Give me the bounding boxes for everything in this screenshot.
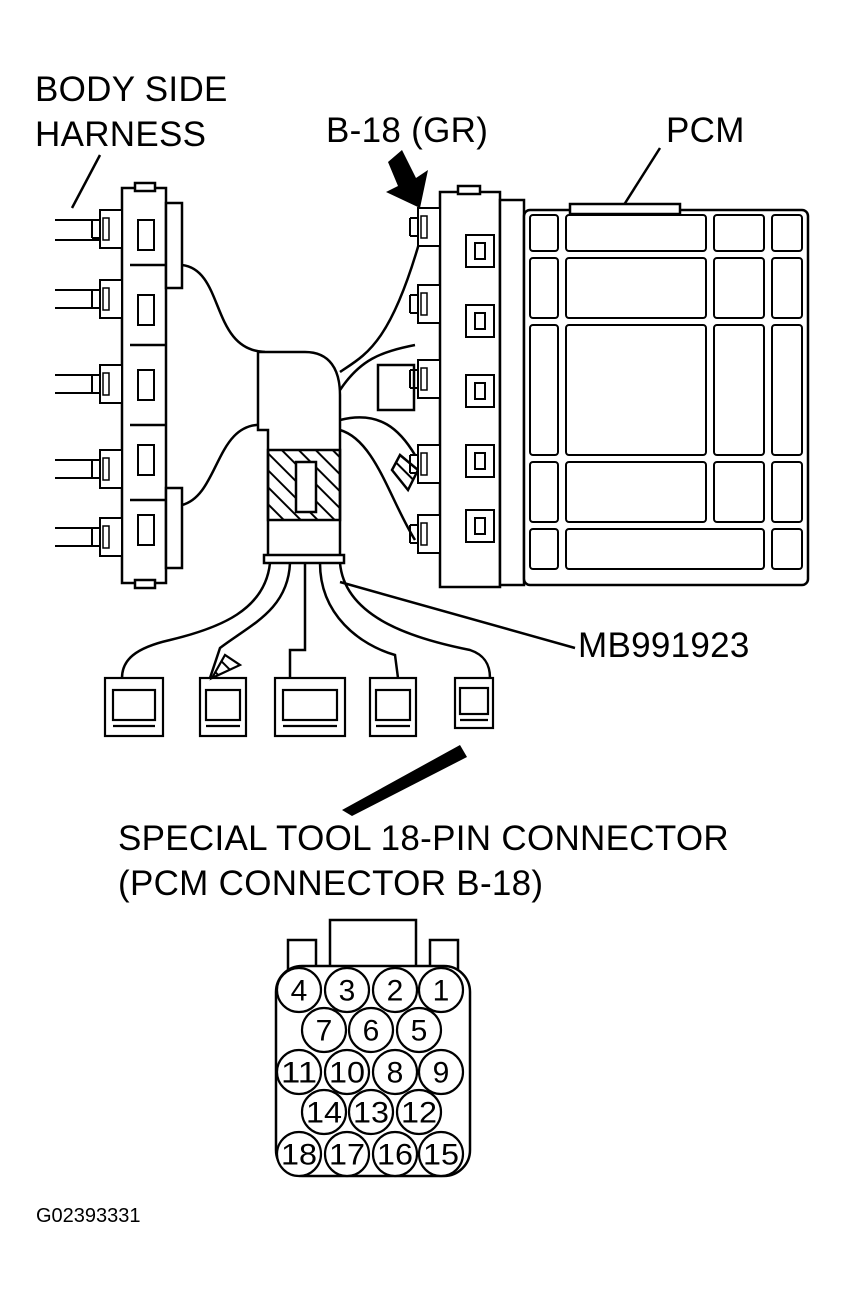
pin-labels: 4 3 2 1 7 6 5 11 10 8 9 14 13 12 18 17 1… bbox=[281, 975, 459, 1172]
pin-label: 8 bbox=[387, 1057, 404, 1090]
connector-title-line2: (PCM CONNECTOR B-18) bbox=[118, 864, 544, 903]
pin-label: 1 bbox=[433, 975, 450, 1008]
tool-cable-bottom bbox=[120, 562, 492, 679]
figure-id: G02393331 bbox=[36, 1205, 141, 1227]
pin-label: 16 bbox=[377, 1139, 413, 1172]
leader-lines bbox=[70, 147, 662, 650]
tool-output-connectors bbox=[103, 653, 495, 738]
body-side-harness-label-line2: HARNESS bbox=[35, 115, 207, 154]
pcm-connector-block bbox=[408, 184, 526, 589]
pin-label: 2 bbox=[387, 975, 404, 1008]
pcm-label: PCM bbox=[666, 111, 745, 150]
pin-label: 4 bbox=[291, 975, 308, 1008]
pin-label: 10 bbox=[329, 1057, 365, 1090]
pin-label: 11 bbox=[281, 1057, 317, 1090]
body-harness-wires bbox=[55, 219, 100, 547]
pin-label: 6 bbox=[363, 1015, 380, 1048]
pin-label: 15 bbox=[423, 1139, 459, 1172]
body-side-connector-block bbox=[90, 181, 184, 590]
pin-label: 12 bbox=[401, 1097, 437, 1130]
pin-label: 13 bbox=[353, 1097, 389, 1130]
pin-circles bbox=[275, 966, 465, 1178]
arrow-icon bbox=[342, 745, 467, 816]
pin-label: 17 bbox=[329, 1139, 365, 1172]
pin-label: 14 bbox=[306, 1097, 342, 1130]
connector-title-line1: SPECIAL TOOL 18-PIN CONNECTOR bbox=[118, 819, 729, 858]
pin-label: 5 bbox=[411, 1015, 428, 1048]
pin-label: 3 bbox=[339, 975, 356, 1008]
tool-body bbox=[256, 239, 422, 565]
tool-cable-left bbox=[181, 263, 266, 507]
pcm-unit bbox=[522, 202, 810, 587]
pin-label: 18 bbox=[281, 1139, 317, 1172]
pin-label: 9 bbox=[433, 1057, 450, 1090]
pin-label: 7 bbox=[316, 1015, 333, 1048]
special-tool-label: MB991923 bbox=[578, 626, 750, 665]
arrow-icon bbox=[386, 150, 428, 208]
body-side-harness-label-line1: BODY SIDE bbox=[35, 70, 228, 109]
b18-connector-label: B-18 (GR) bbox=[326, 111, 489, 150]
